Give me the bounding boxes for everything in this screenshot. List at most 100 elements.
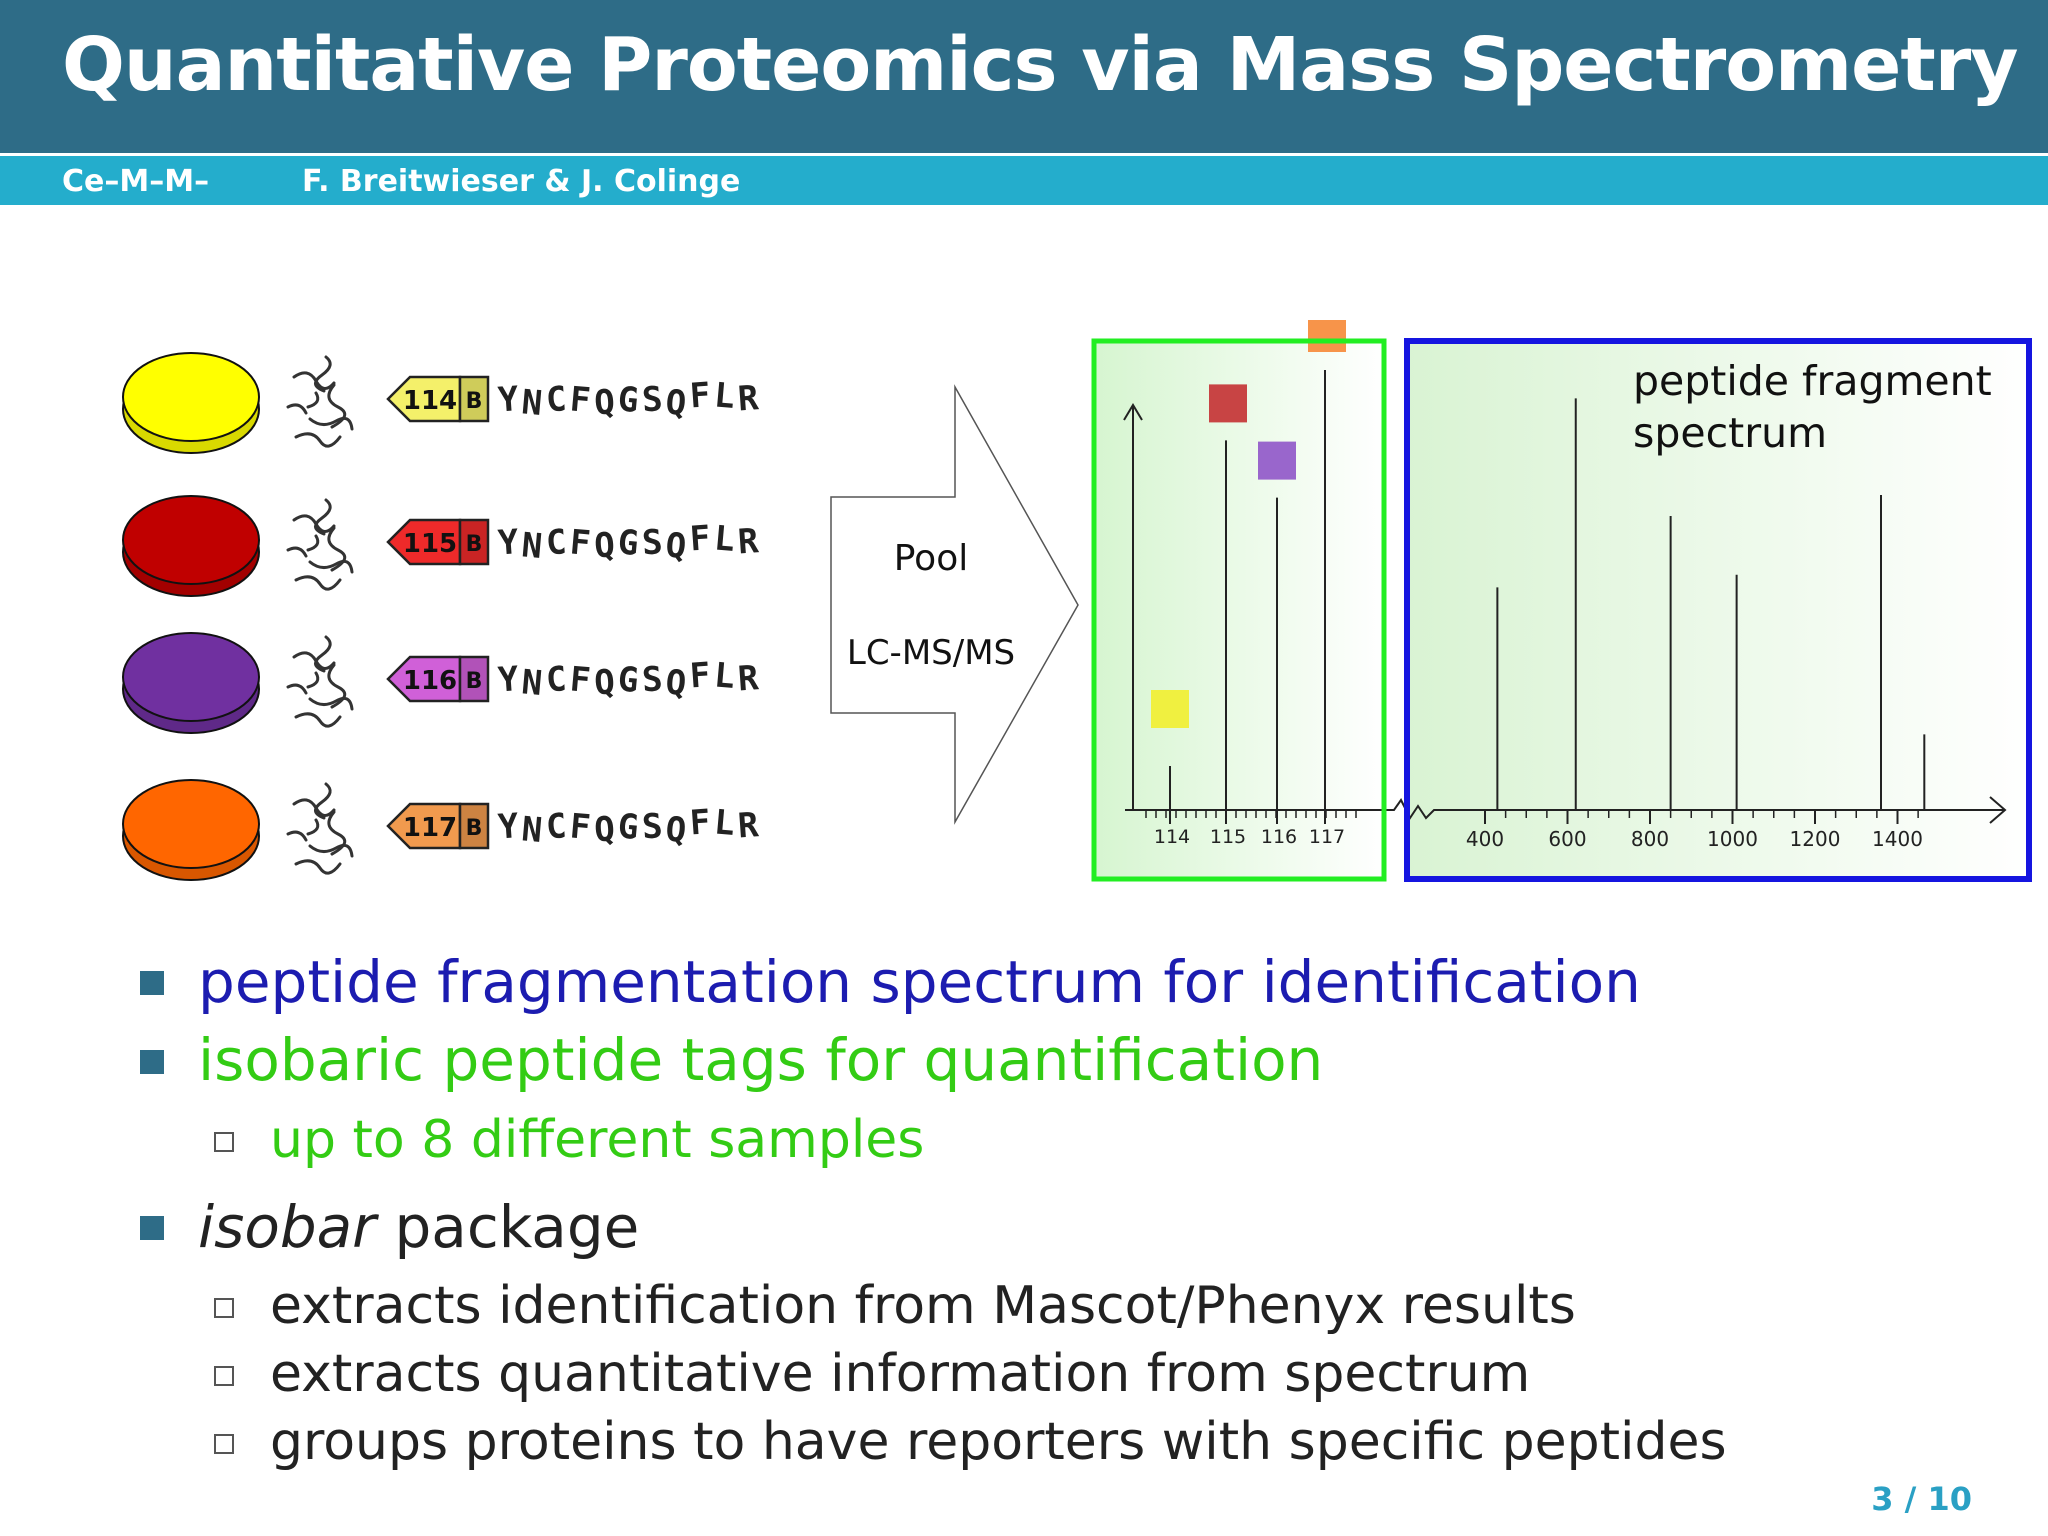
sequence-letter: R [737, 658, 761, 699]
balance-group [458, 518, 490, 566]
isobar-name: isobar [198, 1193, 377, 1261]
sequence-letter: N [520, 809, 544, 851]
balance-group [458, 375, 490, 423]
subtitle-bar: Ce–M–M– F. Breitwieser & J. Colinge [0, 156, 2048, 205]
sequence-letter: F [688, 655, 711, 696]
sequence-letter: Q [664, 662, 688, 704]
reporter-background [1094, 341, 1384, 879]
sequence-letter: Y [497, 806, 521, 847]
sub-bullet-marker [214, 1132, 234, 1152]
sub-bullet-marker [214, 1434, 234, 1454]
reporter-group [386, 518, 462, 566]
spectrum-tick-label: 600 [1548, 827, 1586, 851]
sequence-letter: F [568, 659, 592, 701]
tag-mass-label: 116 [403, 666, 457, 696]
sequence-letter: L [713, 802, 737, 844]
sequence-letter: Y [497, 659, 521, 700]
isobaric-tag: 114 B [386, 375, 490, 423]
sequence-letter: N [520, 525, 544, 567]
slide-title: Quantitative Proteomics via Mass Spectro… [62, 22, 2018, 108]
tag-mass-label: 114 [403, 386, 457, 416]
peptide-mixture-icon [286, 498, 354, 591]
sequence-letter: G [616, 659, 640, 701]
sequence-letter: F [568, 522, 592, 564]
sequence-letter: Q [664, 809, 688, 851]
sequence-letter: F [688, 802, 711, 843]
sequence-letter: G [616, 522, 640, 564]
reporter-tick-label: 116 [1261, 826, 1297, 848]
authors-label: F. Breitwieser & J. Colinge [302, 164, 741, 199]
sub-bullet-quantitative: extracts quantitative information from s… [270, 1344, 1531, 1404]
tag-letter: B [466, 532, 483, 557]
sequence-letter: Y [497, 379, 521, 420]
sequence-letter: F [688, 518, 711, 559]
tag-mass-label: 115 [403, 529, 457, 559]
sequence-letter: N [520, 382, 544, 424]
bullet-identification: peptide fragmentation spectrum for ident… [198, 948, 1641, 1016]
balance-group [458, 655, 490, 703]
sequence-letter: F [568, 379, 592, 421]
spectrum-x-arrowhead [1989, 796, 2007, 824]
sequence-letter: L [713, 375, 737, 417]
spectrum-background [1407, 341, 2029, 879]
culture-dish [122, 632, 260, 722]
tag-letter: B [466, 669, 483, 694]
sequence-letter: C [545, 379, 568, 420]
sub-bullet-marker [214, 1298, 234, 1318]
sequence-letter: L [713, 518, 737, 560]
sequence-letter: G [616, 379, 640, 421]
culture-dish [122, 495, 260, 585]
bullet-quantification: isobaric peptide tags for quantification [198, 1026, 1324, 1094]
sequence-letter: F [568, 806, 592, 848]
reporter-peaks [1151, 320, 1346, 810]
sequence-letter: S [641, 379, 664, 420]
sequence-letter: G [616, 806, 640, 848]
isobaric-tag: 115 B [386, 518, 490, 566]
spectrum-peaks [1496, 398, 1926, 810]
sequence-letter: R [737, 805, 761, 846]
reporter-marker [1151, 690, 1189, 728]
sequence-letter: L [713, 655, 737, 697]
institute-label: Ce–M–M– [62, 164, 210, 199]
spectrum-tick-label: 1200 [1790, 827, 1841, 851]
sequence-letter: N [520, 662, 544, 704]
reporter-marker [1258, 441, 1296, 480]
sequence-letter: C [545, 659, 568, 700]
spectrum-frame [1404, 338, 2032, 882]
sequence-letter: R [737, 378, 761, 419]
sequence-letter: Q [593, 662, 616, 703]
spectrum-tick-label: 800 [1631, 827, 1669, 851]
title-bar: Quantitative Proteomics via Mass Spectro… [0, 0, 2048, 156]
spectrum-tick-label: 1000 [1707, 827, 1758, 851]
isobaric-tag: 116 B [386, 655, 490, 703]
bullet-marker [140, 971, 164, 995]
tag-letter: B [466, 816, 483, 841]
sequence-letter: Q [664, 525, 688, 567]
sub-bullet-identification: extracts identification from Mascot/Phen… [270, 1276, 1576, 1336]
culture-dish [122, 779, 260, 869]
sequence-letter: C [545, 522, 568, 563]
tag-letter: B [466, 389, 483, 414]
bullet-isobar-package: isobar package [198, 1193, 639, 1261]
sub-bullet-groups: groups proteins to have reporters with s… [270, 1412, 1727, 1472]
reporter-tick-label: 117 [1309, 826, 1345, 848]
reporter-group [386, 802, 462, 850]
spectrum-x-axis [1384, 798, 2004, 820]
pool-label: Pool [894, 538, 968, 579]
reporter-y-arrowhead [1123, 403, 1143, 421]
sequence-letter: Q [593, 809, 616, 850]
spectrum-ticks [1484, 810, 1919, 824]
spectrum-title-line2: spectrum [1633, 409, 1827, 457]
sequence-letter: S [641, 806, 664, 847]
peptide-mixture-icon [286, 635, 354, 728]
sequence-letter: Q [664, 382, 688, 424]
sequence-letter: S [641, 659, 664, 700]
lcms-label: LC-MS/MS [847, 633, 1015, 673]
